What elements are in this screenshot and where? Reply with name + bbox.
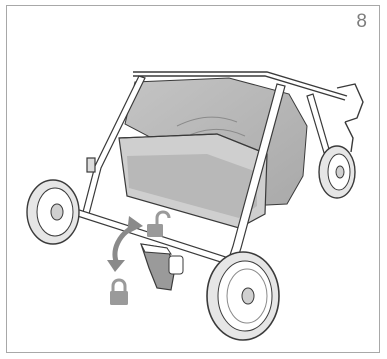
step-number: 8 [356,12,367,31]
front-wheel [27,180,79,244]
stroller-brake-illustration [7,6,381,354]
brake-pedal [141,244,183,290]
locked-padlock-icon [110,280,128,305]
unlocked-padlock-icon [147,212,169,237]
far-wheel [319,146,355,198]
instruction-panel: 8 [6,5,380,353]
rear-wheel [207,252,279,340]
